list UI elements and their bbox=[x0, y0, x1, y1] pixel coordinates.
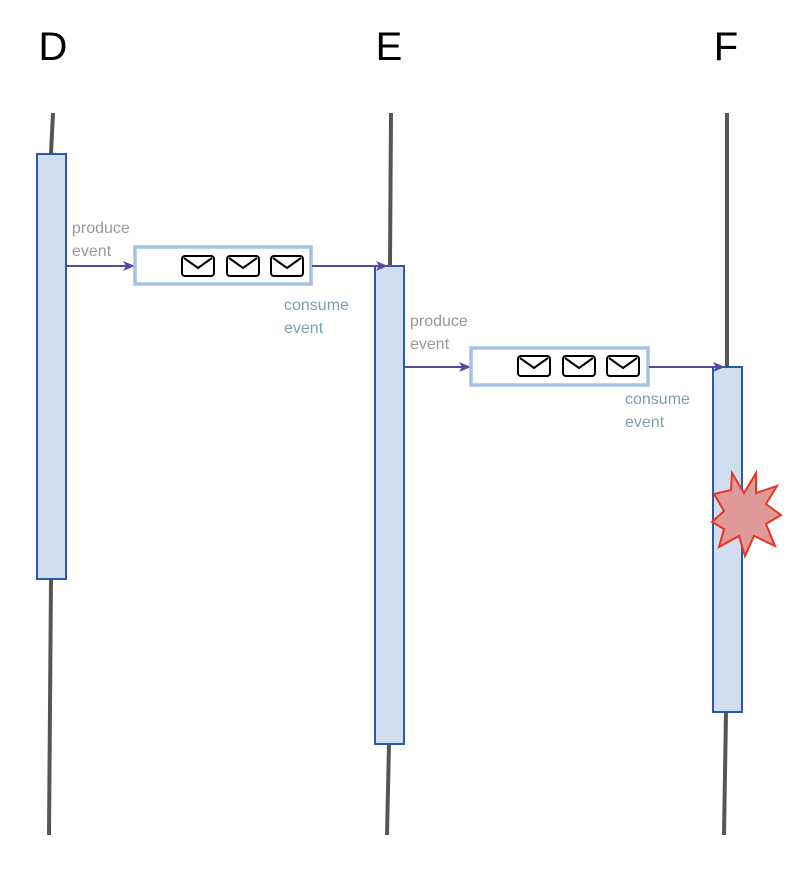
produce-event-label: produce bbox=[410, 313, 468, 330]
participant-title-e: E bbox=[376, 25, 403, 69]
envelope-icon bbox=[517, 355, 551, 377]
participant-title-d: D bbox=[39, 25, 68, 69]
consume-event-label: consume bbox=[284, 297, 349, 314]
envelope-icon bbox=[270, 255, 304, 277]
lifeline-e bbox=[385, 112, 393, 836]
lifeline-d bbox=[47, 112, 55, 836]
produce-event-label: event bbox=[410, 336, 450, 353]
envelope-icon bbox=[606, 355, 640, 377]
message-e-to-f: produce event consume event bbox=[405, 313, 725, 431]
explosion-icon bbox=[710, 469, 783, 559]
lifeline-f bbox=[722, 113, 729, 836]
envelope-icon bbox=[226, 255, 260, 277]
envelope-icon bbox=[181, 255, 215, 277]
activation-bar-f bbox=[712, 366, 743, 713]
event-queue bbox=[469, 346, 650, 387]
participant-title-f: F bbox=[714, 25, 738, 69]
consume-event-label: event bbox=[284, 320, 324, 337]
consume-event-label: event bbox=[625, 414, 665, 431]
produce-event-label: produce bbox=[72, 220, 130, 237]
envelope-icon bbox=[562, 355, 596, 377]
produce-event-label: event bbox=[72, 243, 112, 260]
activation-bar-d bbox=[36, 153, 67, 580]
consume-event-label: consume bbox=[625, 391, 690, 408]
activation-bar-e bbox=[374, 265, 405, 745]
message-d-to-e: produce event consume event bbox=[67, 220, 388, 337]
